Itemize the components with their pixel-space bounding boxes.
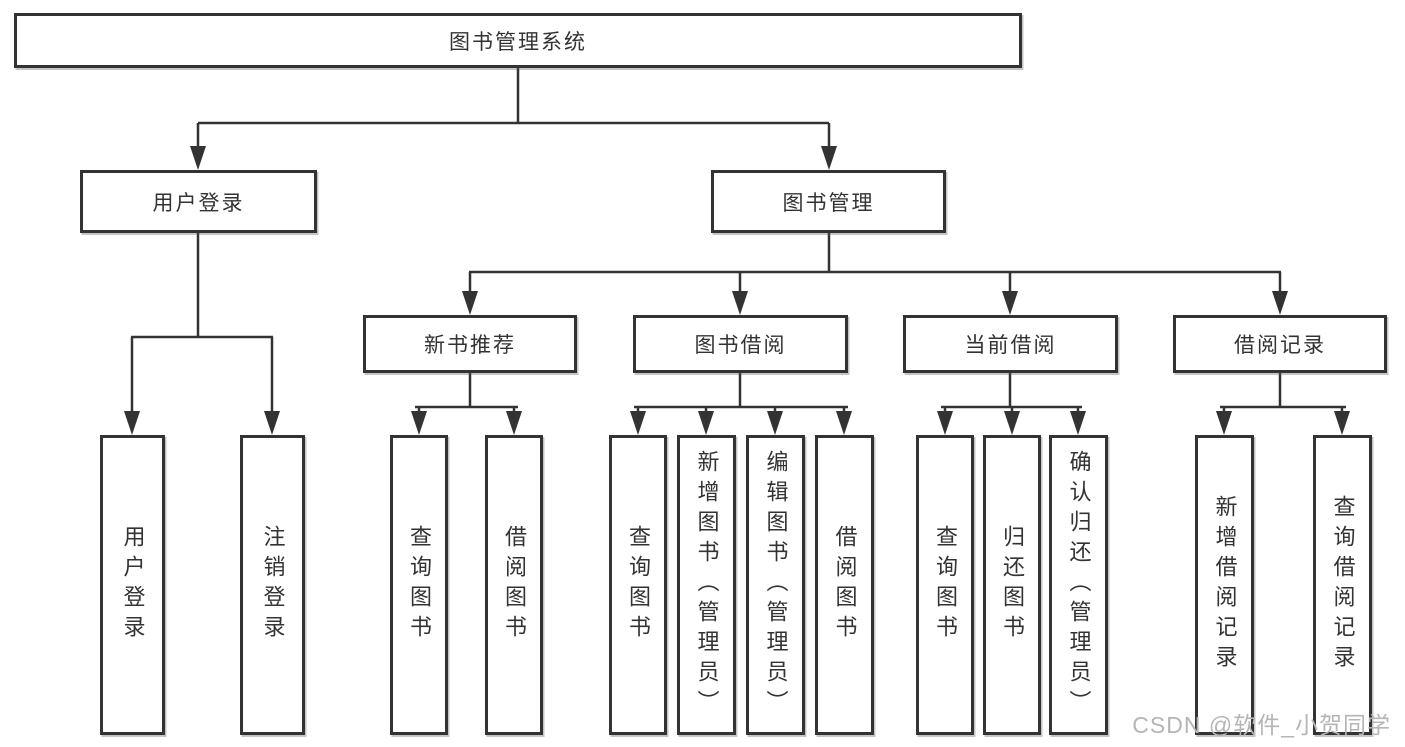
node-query-books-current: 查询图书 [916, 435, 974, 735]
node-label: 借阅记录 [1234, 334, 1326, 357]
arrow-down-icon [1002, 291, 1018, 315]
node-label: 新增借阅记录 [1212, 495, 1238, 675]
arrow-down-icon [506, 411, 522, 435]
node-label: 新增图书（管理员） [694, 450, 720, 720]
node-borrow-books-recommend: 借阅图书 [485, 435, 543, 735]
csdn-watermark: CSDN @软件_小贺同学 [1132, 712, 1391, 738]
node-label: 借阅图书 [502, 525, 527, 645]
arrow-down-icon [1272, 291, 1288, 315]
node-label: 查询借阅记录 [1330, 495, 1356, 675]
arrow-down-icon [124, 411, 140, 435]
node-label: 用户登录 [152, 191, 245, 215]
arrow-down-icon [264, 411, 280, 435]
arrow-down-icon [1004, 411, 1020, 435]
node-confirm-return-admin: 确认归还（管理员） [1049, 435, 1108, 735]
node-label: 图书管理系统 [449, 30, 587, 54]
arrow-down-icon [836, 411, 852, 435]
node-label: 查询图书 [626, 525, 651, 645]
node-user-login-leaf: 用户登录 [100, 435, 165, 735]
node-query-books-borrowing: 查询图书 [609, 435, 667, 735]
node-label: 归还图书 [1000, 525, 1025, 645]
node-book-management: 图书管理 [711, 170, 946, 233]
node-book-management-system: 图书管理系统 [14, 13, 1022, 68]
node-label: 编辑图书（管理员） [763, 450, 789, 720]
arrow-down-icon [732, 291, 748, 315]
node-label: 借阅图书 [832, 525, 858, 645]
arrow-down-icon [821, 146, 837, 170]
node-add-borrow-record: 新增借阅记录 [1195, 435, 1254, 735]
arrow-down-icon [462, 291, 478, 315]
node-label: 用户登录 [120, 525, 146, 645]
node-add-books-admin: 新增图书（管理员） [677, 435, 736, 735]
arrow-down-icon [767, 411, 783, 435]
arrow-down-icon [630, 411, 646, 435]
node-label: 当前借阅 [964, 334, 1057, 357]
node-label: 图书管理 [782, 191, 875, 215]
node-edit-books-admin: 编辑图书（管理员） [746, 435, 805, 735]
arrow-down-icon [937, 411, 953, 435]
node-label: 图书借阅 [694, 334, 787, 357]
arrow-down-icon [1334, 411, 1350, 435]
node-return-books: 归还图书 [983, 435, 1041, 735]
node-label: 查询图书 [407, 525, 432, 645]
arrow-down-icon [411, 411, 427, 435]
node-label: 查询图书 [933, 525, 958, 645]
arrow-down-icon [698, 411, 714, 435]
arrow-down-icon [190, 146, 206, 170]
arrow-down-icon [1070, 411, 1086, 435]
node-borrowing-records: 借阅记录 [1173, 315, 1387, 373]
node-label: 确认归还（管理员） [1066, 450, 1092, 720]
node-book-borrowing: 图书借阅 [633, 315, 848, 373]
node-logout-login: 注销登录 [240, 435, 305, 735]
node-query-books-recommend: 查询图书 [390, 435, 448, 735]
node-borrow-books-borrowing: 借阅图书 [815, 435, 874, 735]
node-current-borrowing: 当前借阅 [903, 315, 1118, 373]
node-label: 注销登录 [260, 525, 286, 645]
node-new-book-recommend: 新书推荐 [363, 315, 577, 373]
node-query-borrow-record: 查询借阅记录 [1313, 435, 1372, 735]
arrow-down-icon [1216, 411, 1232, 435]
node-user-login: 用户登录 [80, 170, 317, 233]
node-label: 新书推荐 [424, 334, 516, 357]
